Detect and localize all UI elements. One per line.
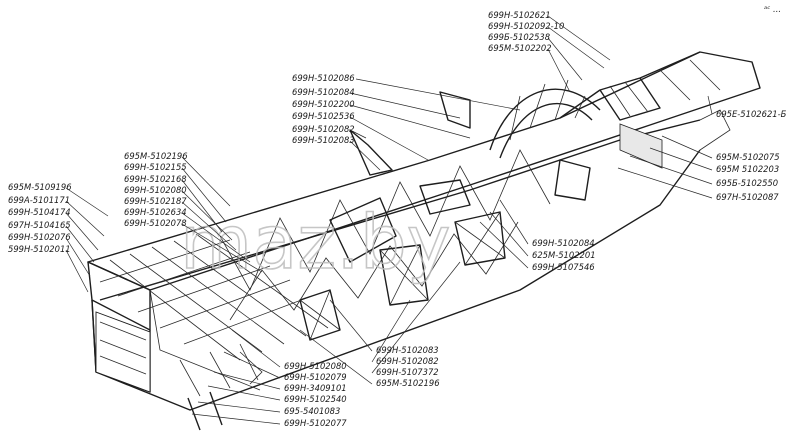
labels-bottom-right: 699Н-5102083 699Н-5102082 699Н-5107372 6… — [376, 345, 440, 388]
part-label: 699Н-5102536 — [292, 111, 355, 121]
labels-left-inner: 695М-5102196 699Н-5102155 699Н-5102168 6… — [124, 151, 188, 228]
part-label: 699Н-5102621 — [488, 10, 551, 20]
part-label: 695М-5109196 — [8, 182, 72, 192]
part-label: 699Н-5102079 — [284, 372, 347, 382]
part-label: 699Н-3409101 — [284, 383, 347, 393]
part-label: 697Н-5102087 — [716, 192, 779, 202]
part-label: 699Н-5102080 — [284, 361, 347, 371]
part-label: 699Н-5102084 — [532, 238, 595, 248]
labels-mid-right: 699Н-5102084 625М-5102201 699Н-5107546 — [532, 238, 596, 272]
part-label: 699Н-5102078 — [124, 218, 187, 228]
part-label: 695М 5102203 — [716, 164, 779, 174]
part-label: 695М-5102196 — [124, 151, 188, 161]
part-label: 695М-5102196 — [376, 378, 440, 388]
part-label: 699Н-5104174 — [8, 207, 71, 217]
frame-drawing — [87, 51, 761, 431]
part-label: 699Н-5102083 — [376, 345, 439, 355]
part-label: 625М-5102201 — [532, 250, 596, 260]
part-label: 699Н-5107546 — [532, 262, 595, 272]
part-label: 695М-5102075 — [716, 152, 780, 162]
part-label: 699Н-5102076 — [8, 232, 71, 242]
corner-mark: ᵃᶜ ... — [764, 4, 781, 14]
part-label: 699Н-5102092-10 — [488, 21, 564, 31]
part-label: 695Е-5102621-Б — [716, 109, 787, 119]
labels-top-right: 699Н-5102621 699Н-5102092-10 699Б-510253… — [488, 10, 564, 53]
part-label: 695-5401083 — [284, 406, 340, 416]
part-label: 699Н-5102077 — [284, 418, 347, 428]
part-label: 699Н-5102086 — [292, 73, 355, 83]
part-label: 699Н-5102155 — [124, 162, 187, 172]
watermark-text: maz.by — [180, 200, 451, 286]
part-label: 699Н-5102082 — [376, 356, 439, 366]
labels-right: 695Е-5102621-Б 695М-5102075 695М 5102203… — [716, 109, 787, 202]
part-label: 699Б-5102538 — [488, 32, 550, 42]
labels-bottom: 699Н-5102080 699Н-5102079 699Н-3409101 6… — [284, 361, 347, 428]
part-label: 699Н-5102080 — [124, 185, 187, 195]
part-label: 599Н-5102011 — [8, 244, 71, 254]
part-label: 699Н-5102187 — [124, 196, 187, 206]
leader-lines — [65, 15, 713, 425]
part-label: 697Н-5104165 — [8, 220, 71, 230]
labels-left: 695М-5109196 699А-5101171 699Н-5104174 6… — [8, 182, 72, 254]
labels-center-top: 699Н-5102086 699Н-5102084 699Н-5102200 6… — [292, 73, 355, 145]
part-label: 699Н-5107372 — [376, 367, 439, 377]
part-label: 695Б-5102550 — [716, 178, 778, 188]
part-label: 699Н-5102083 — [292, 135, 355, 145]
part-label: 695М-5102202 — [488, 43, 552, 53]
part-label: 699Н-5102082 — [292, 124, 355, 134]
part-label: 699Н-5102200 — [292, 99, 355, 109]
part-label: 699Н-5102540 — [284, 394, 347, 404]
part-label: 699Н-5102634 — [124, 207, 187, 217]
part-label: 699Н-5102168 — [124, 174, 187, 184]
part-label: 699А-5101171 — [8, 195, 70, 205]
part-label: 699Н-5102084 — [292, 87, 355, 97]
